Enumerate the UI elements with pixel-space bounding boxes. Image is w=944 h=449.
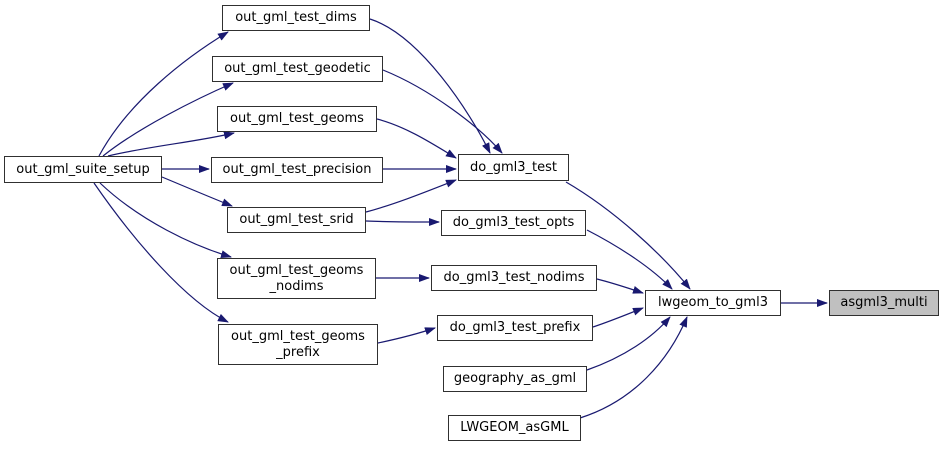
node-do_gml3_test_prefix[interactable]: do_gml3_test_prefix	[437, 315, 593, 341]
edge-do_gml3_test_nodims-to-lwgeom_to_gml3	[596, 278, 644, 294]
node-out_gml_test_geoms_nodims[interactable]: out_gml_test_geoms _nodims	[217, 258, 376, 299]
node-out_gml_test_geoms[interactable]: out_gml_test_geoms	[217, 106, 377, 132]
edge-out_gml_test_geoms_prefix-to-do_gml3_test_prefix	[377, 327, 436, 344]
node-asgml3_multi: asgml3_multi	[829, 290, 939, 316]
edge-do_gml3_test-to-lwgeom_to_gml3	[565, 181, 691, 290]
edge-do_gml3_test_prefix-to-lwgeom_to_gml3	[592, 307, 644, 328]
node-out_gml_test_dims[interactable]: out_gml_test_dims	[222, 5, 370, 31]
node-geography_as_gml[interactable]: geography_as_gml	[443, 366, 587, 392]
edge-out_gml_suite_setup-to-out_gml_test_dims	[98, 31, 229, 157]
edge-LWGEOM_asGML-to-lwgeom_to_gml3	[579, 316, 688, 419]
node-do_gml3_test[interactable]: do_gml3_test	[458, 154, 569, 181]
edge-out_gml_suite_setup-to-out_gml_test_geoms	[107, 131, 235, 157]
edge-out_gml_suite_setup-to-out_gml_test_geoms_prefix	[93, 182, 229, 323]
edge-out_gml_suite_setup-to-out_gml_test_geodetic	[102, 82, 234, 157]
node-out_gml_test_precision[interactable]: out_gml_test_precision	[211, 157, 383, 183]
edge-geography_as_gml-to-lwgeom_to_gml3	[586, 316, 671, 371]
edge-do_gml3_test_opts-to-lwgeom_to_gml3	[586, 229, 673, 290]
node-do_gml3_test_opts[interactable]: do_gml3_test_opts	[441, 210, 586, 236]
node-out_gml_test_geodetic[interactable]: out_gml_test_geodetic	[212, 56, 383, 82]
node-do_gml3_test_nodims[interactable]: do_gml3_test_nodims	[431, 265, 597, 291]
node-out_gml_test_geoms_prefix[interactable]: out_gml_test_geoms _prefix	[218, 324, 378, 365]
edge-out_gml_suite_setup-to-out_gml_test_srid	[161, 176, 233, 207]
edge-out_gml_test_srid-to-do_gml3_test	[365, 179, 457, 213]
node-lwgeom_to_gml3[interactable]: lwgeom_to_gml3	[645, 290, 781, 316]
edge-out_gml_suite_setup-to-out_gml_test_geoms_nodims	[99, 182, 232, 258]
node-out_gml_test_srid[interactable]: out_gml_test_srid	[227, 207, 366, 233]
edge-out_gml_test_geodetic-to-do_gml3_test	[382, 69, 503, 154]
node-out_gml_suite_setup[interactable]: out_gml_suite_setup	[4, 156, 162, 183]
edge-out_gml_test_geoms-to-do_gml3_test	[376, 118, 457, 159]
node-LWGEOM_asGML[interactable]: LWGEOM_asGML	[448, 415, 581, 441]
edge-out_gml_test_dims-to-do_gml3_test	[369, 18, 491, 154]
edge-out_gml_test_srid-to-do_gml3_test_opts	[365, 217, 440, 226]
